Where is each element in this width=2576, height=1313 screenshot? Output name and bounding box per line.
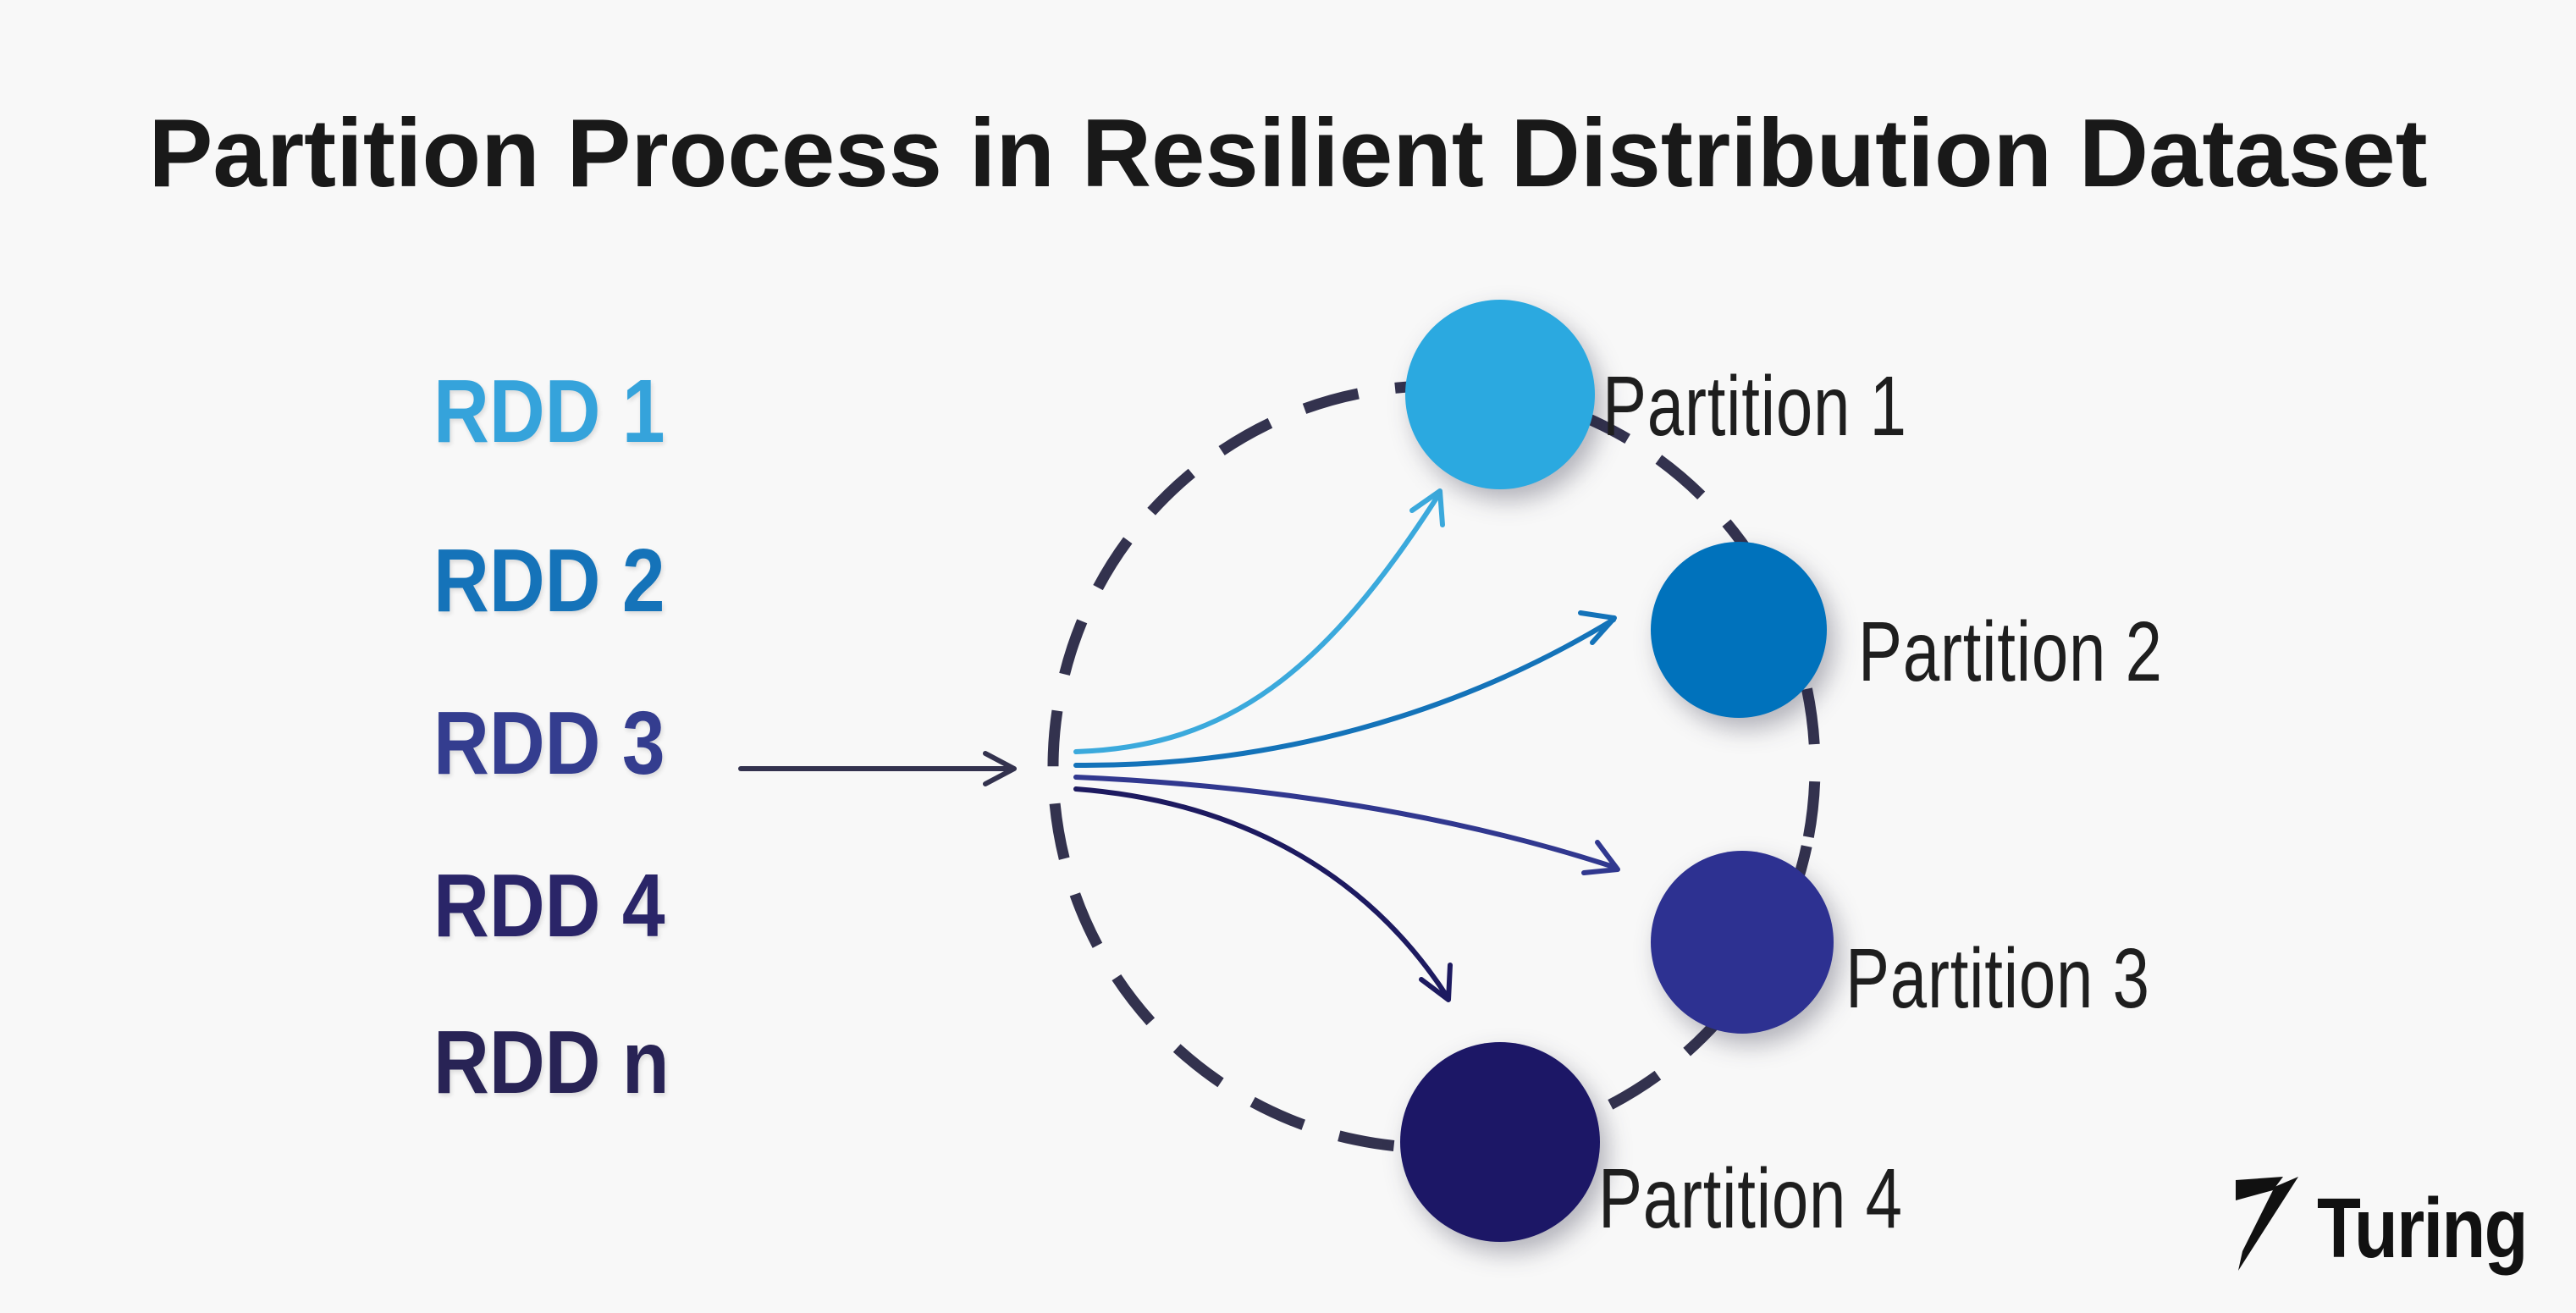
arrowhead-partition-1-icon <box>1409 488 1445 527</box>
rdd-label-3: RDD 3 <box>433 693 665 793</box>
partition-3-label: Partition 3 <box>1845 931 2150 1026</box>
partition-2-circle <box>1651 542 1827 718</box>
rdd-label-2: RDD 2 <box>433 531 665 631</box>
turing-logo-text: Turing <box>2317 1181 2529 1276</box>
rdd3-arrowhead-icon <box>983 751 1017 786</box>
turing-logo-bar <box>2236 1177 2283 1200</box>
turing-logo-icon <box>2236 1177 2298 1271</box>
partition-3-circle <box>1651 851 1834 1034</box>
rdd-label-1: RDD 1 <box>433 361 665 461</box>
partition-4-label: Partition 4 <box>1598 1151 1903 1246</box>
partition-4-circle <box>1400 1042 1600 1242</box>
fan-arrow-partition-3 <box>1073 775 1619 870</box>
arrowhead-partition-2-icon <box>1578 610 1617 645</box>
partition-1-circle <box>1405 300 1595 489</box>
partition-1-label: Partition 1 <box>1602 359 1907 454</box>
arrowhead-partition-4-icon <box>1419 963 1453 1002</box>
fan-arrow-partition-4 <box>1073 786 1450 1000</box>
page-title: Partition Process in Resilient Distribut… <box>148 100 2428 207</box>
partition-2-label: Partition 2 <box>1858 604 2163 699</box>
fan-arrow-partition-1 <box>1073 490 1442 754</box>
arrowhead-partition-3-icon <box>1581 840 1620 875</box>
rdd-label-n: RDD n <box>433 1012 670 1112</box>
turing-logo-slash <box>2238 1177 2298 1271</box>
fan-arrow-partition-2 <box>1073 617 1616 769</box>
rdd-label-4: RDD 4 <box>433 856 665 956</box>
